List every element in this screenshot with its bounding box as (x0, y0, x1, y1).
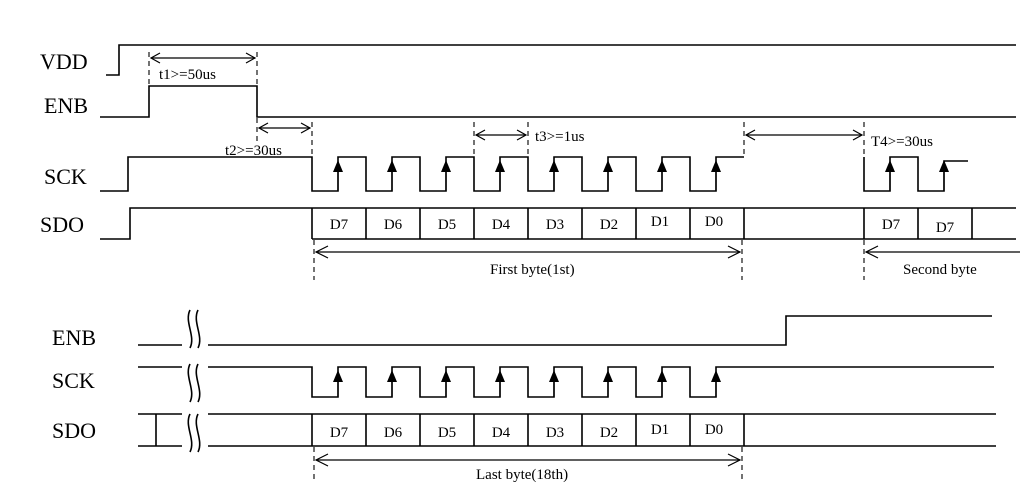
bit-cell: D7 (882, 217, 901, 233)
bit-cell: D5 (438, 217, 456, 233)
bit-cell: D6 (384, 217, 403, 233)
bit-cell: D7 (330, 217, 349, 233)
last-byte-label: Last byte(18th) (476, 467, 568, 483)
second-byte-bits: D7 D7 (882, 217, 955, 236)
label-enb-top: ENB (44, 93, 88, 118)
bit-cell: D3 (546, 217, 564, 233)
break-marks (187, 309, 201, 453)
t3-arrow (474, 129, 528, 141)
vdd-waveform (106, 44, 1016, 76)
bit-cell: D7 (330, 425, 349, 441)
sdo-waveform-top (100, 207, 1016, 240)
sdo-waveform-bottom (138, 413, 996, 447)
last-byte-guides (313, 447, 743, 482)
sck-rising-edge-arrows-bottom (333, 370, 721, 397)
t4-arrow (744, 129, 864, 141)
t1-arrow (149, 52, 257, 64)
t2-arrow (257, 122, 312, 134)
t2-label: t2>=30us (225, 143, 282, 159)
enb-waveform-bottom (138, 315, 992, 346)
bit-cell: D3 (546, 425, 564, 441)
bit-cell: D2 (600, 217, 618, 233)
timing-guides-top (148, 52, 865, 280)
first-byte-label: First byte(1st) (490, 262, 575, 278)
first-byte-arrow (314, 245, 742, 259)
bit-cell: D4 (492, 425, 511, 441)
last-byte-arrow (314, 453, 742, 467)
sck-waveform-top (100, 156, 968, 192)
t1-label: t1>=50us (159, 67, 216, 83)
t4-label: T4>=30us (871, 134, 933, 150)
bit-cell: D1 (651, 214, 669, 230)
t3-label: t3>=1us (535, 129, 585, 145)
sck-waveform-bottom (138, 366, 994, 398)
first-byte-bits: D7 D6 D5 D4 D3 D2 D1 D0 (330, 214, 723, 233)
sck-rising-edge-arrows-top (333, 160, 949, 191)
bit-cell: D5 (438, 425, 456, 441)
bit-cell: D0 (705, 422, 723, 438)
bit-cell: D2 (600, 425, 618, 441)
bit-cell: D7 (936, 220, 955, 236)
enb-waveform-top (100, 85, 1016, 118)
label-sdo-bottom: SDO (52, 418, 96, 443)
bit-cell: D1 (651, 422, 669, 438)
label-sck-top: SCK (44, 164, 87, 189)
bit-cell: D6 (384, 425, 403, 441)
bit-cell: D4 (492, 217, 511, 233)
bit-cell: D0 (705, 214, 723, 230)
label-enb-bottom: ENB (52, 325, 96, 350)
label-vdd: VDD (40, 49, 88, 74)
last-byte-bits: D7 D6 D5 D4 D3 D2 D1 D0 (330, 422, 723, 441)
second-byte-label: Second byte (903, 262, 977, 278)
second-byte-arrow (864, 245, 1020, 259)
label-sck-bottom: SCK (52, 368, 95, 393)
label-sdo-top: SDO (40, 212, 84, 237)
